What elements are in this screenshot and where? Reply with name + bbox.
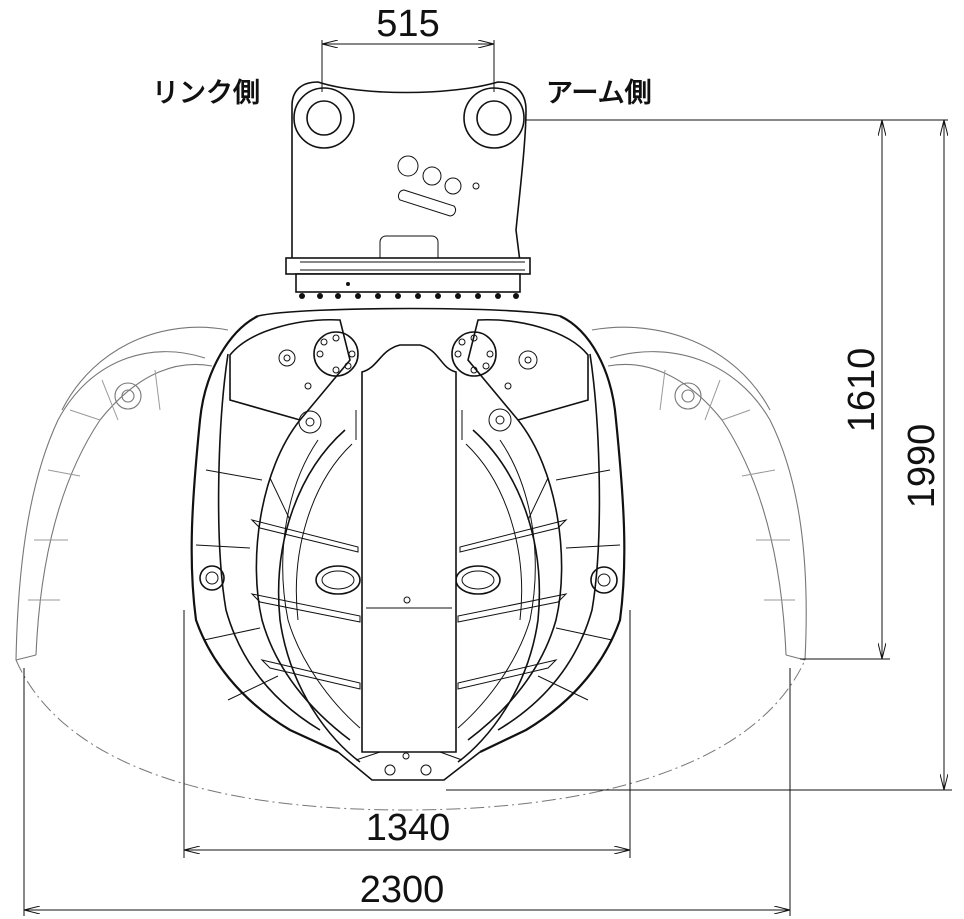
dim-515: [321, 40, 495, 92]
open-jaw-left: [15, 326, 229, 661]
mounting-bracket: [291, 81, 527, 263]
dim-2300-value: 2300: [360, 869, 445, 911]
arm-side-label: アーム側: [546, 78, 652, 109]
dim-2300: [23, 668, 791, 916]
dim-1990-value: 1990: [901, 424, 943, 509]
grapple-body: [190, 307, 626, 781]
dim-1340-value: 1340: [366, 807, 451, 849]
dim-515-value: 515: [376, 3, 439, 45]
dim-1340: [183, 610, 631, 858]
link-side-label: リンク側: [152, 78, 260, 109]
open-jaw-right: [591, 326, 807, 661]
dim-1990: [446, 121, 952, 791]
dim-1610-value: 1610: [841, 348, 883, 433]
dim-1610: [526, 119, 948, 660]
rotator: [285, 257, 531, 299]
jaw-sweep-arc: [15, 659, 806, 811]
